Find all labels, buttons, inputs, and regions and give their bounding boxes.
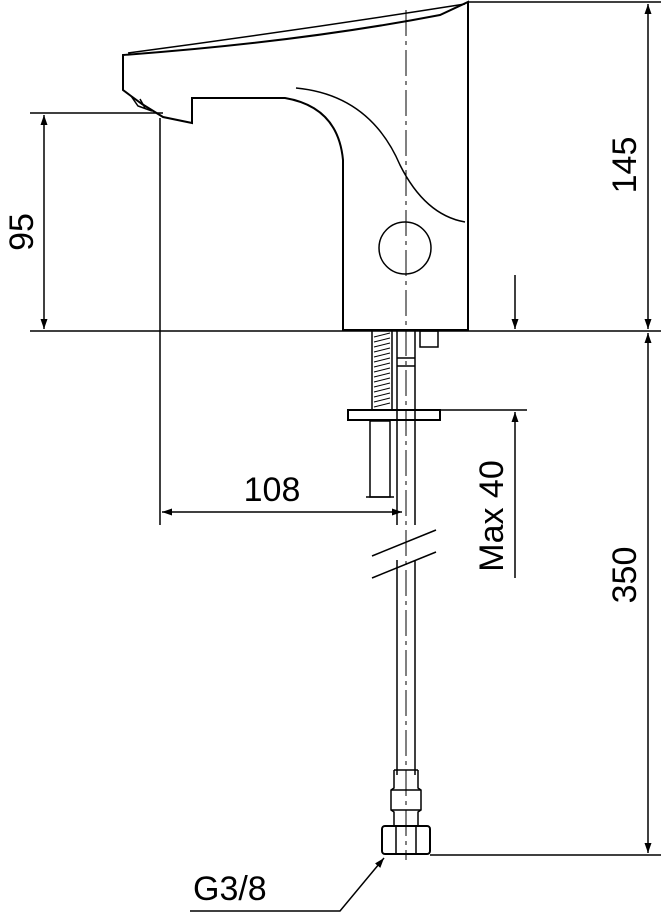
faucet-body — [122, 0, 469, 348]
mounting-assembly — [347, 331, 441, 855]
dimension-lines — [40, 4, 652, 912]
label-95: 95 — [3, 213, 41, 251]
dimension-labels: 95 145 350 Max 40 108 G3/8 — [3, 137, 644, 908]
label-max-40: Max 40 — [473, 460, 511, 572]
thread-leader — [322, 857, 385, 912]
extension-lines — [30, 1, 661, 856]
label-g3-8: G3/8 — [193, 870, 267, 908]
label-108: 108 — [244, 471, 301, 509]
label-145: 145 — [606, 137, 644, 194]
label-350: 350 — [606, 547, 644, 604]
